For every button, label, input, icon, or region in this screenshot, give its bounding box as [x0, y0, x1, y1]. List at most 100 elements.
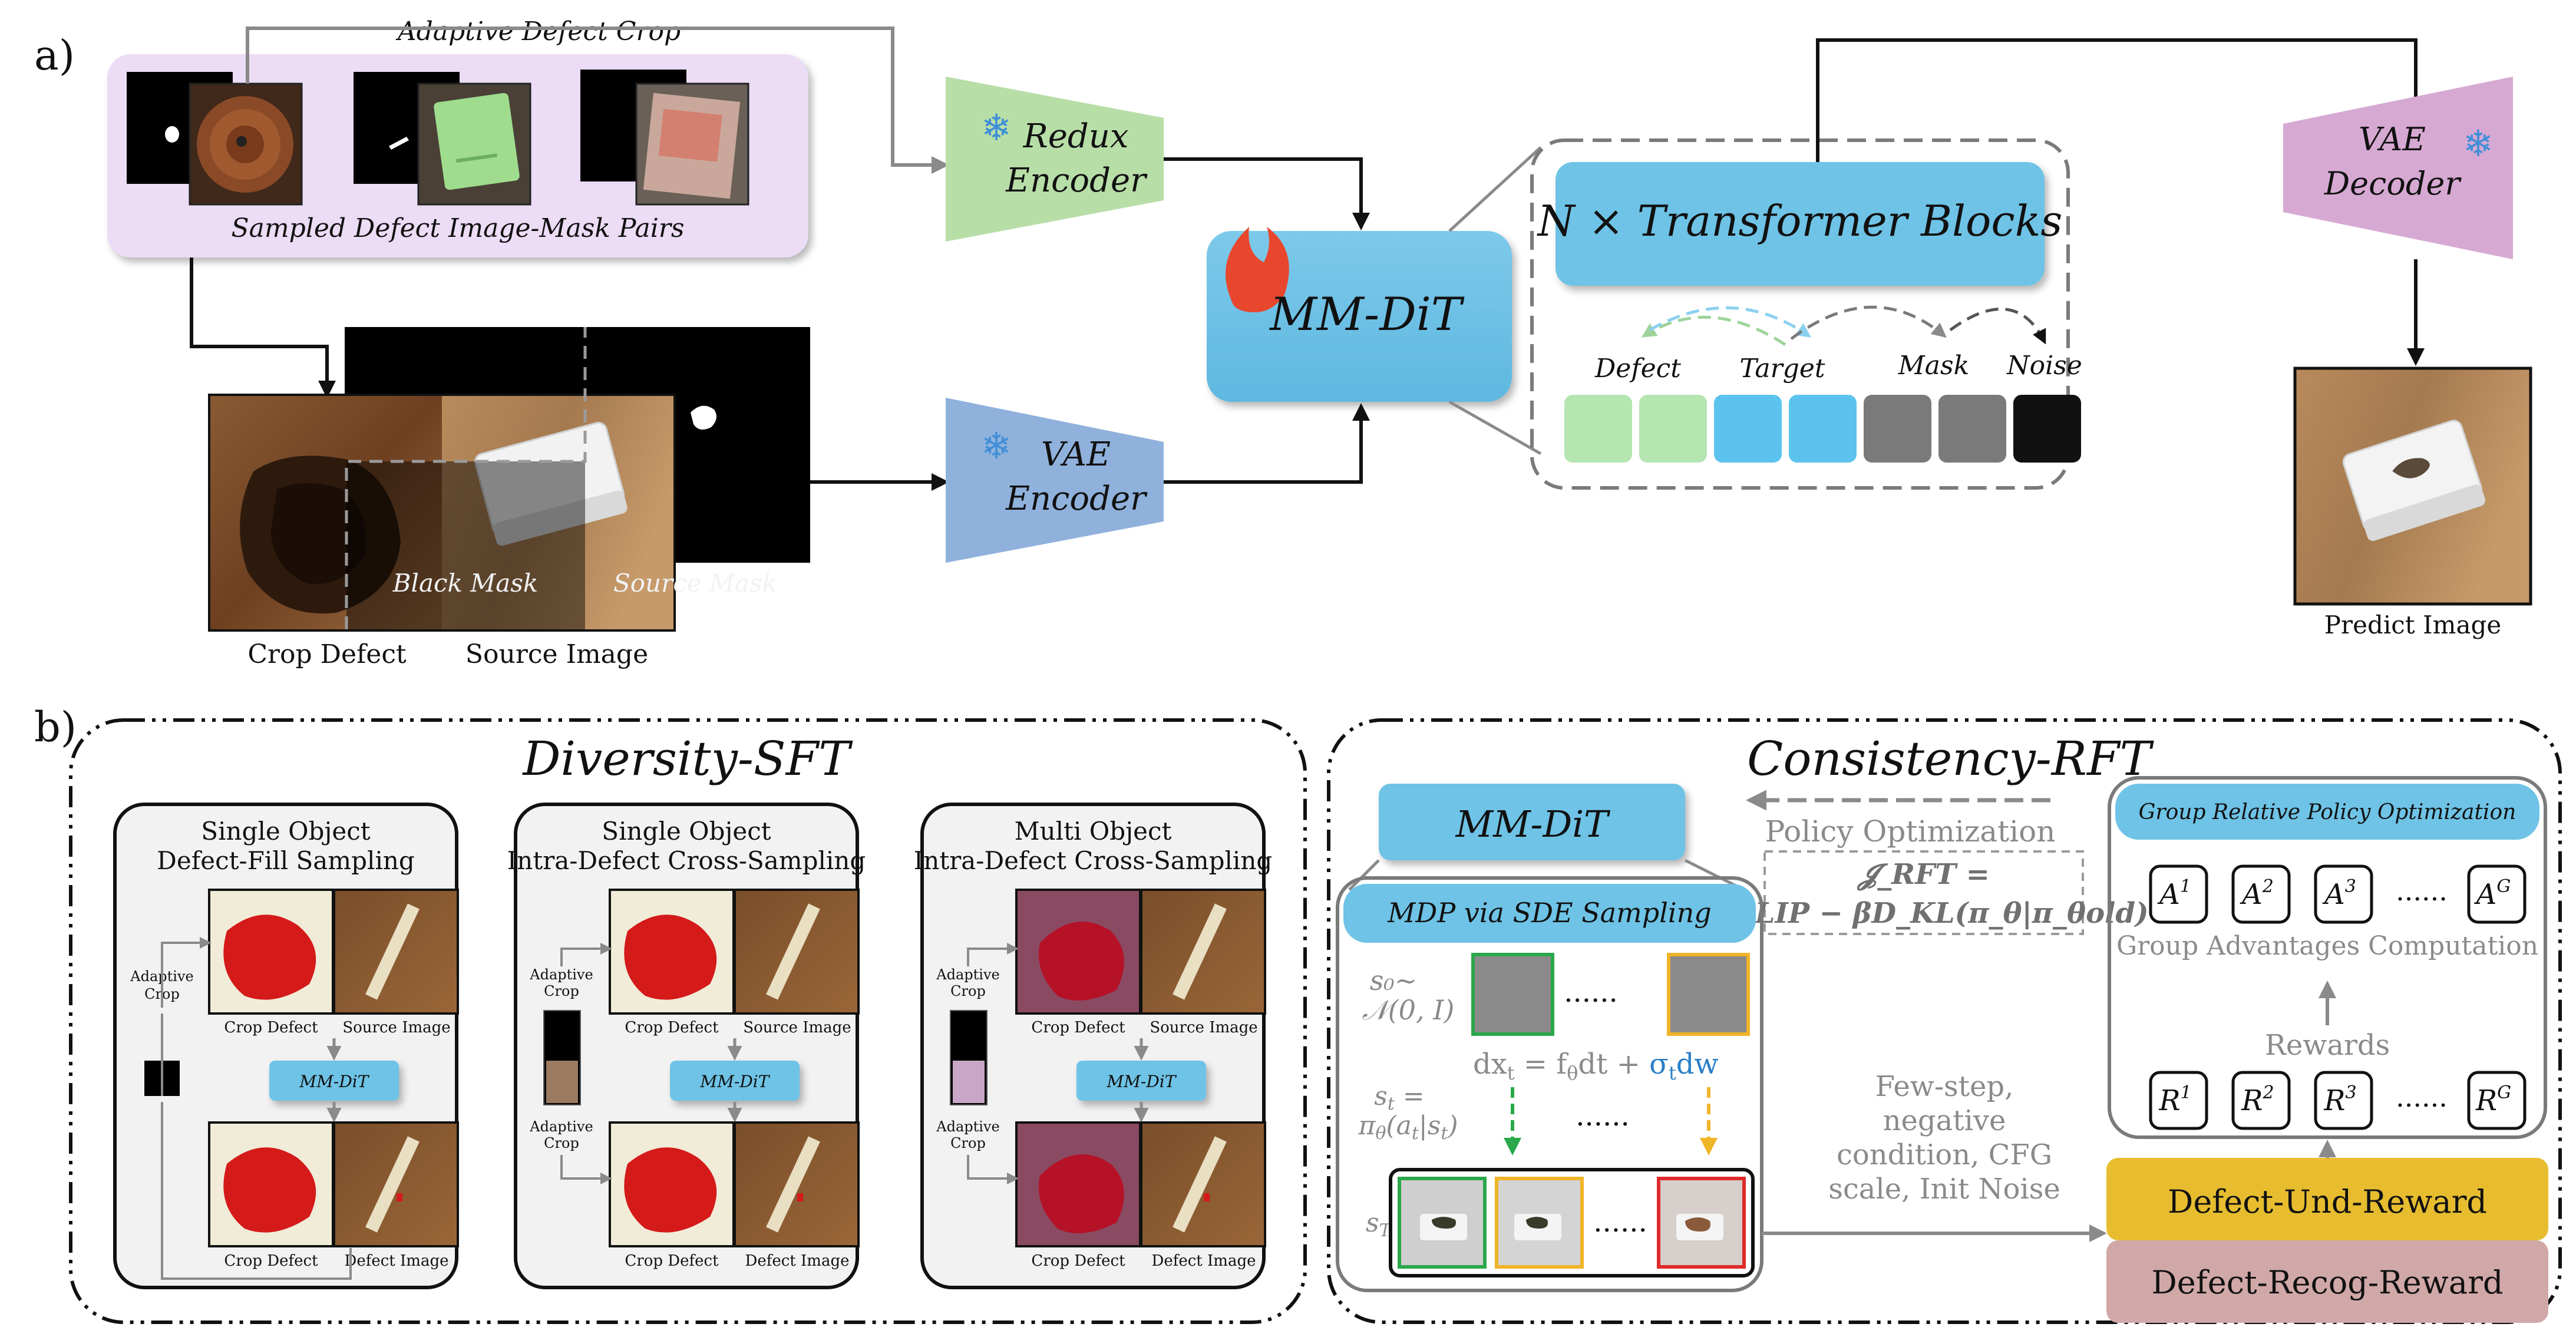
- rft-mmdit-label: MM-DiT: [1455, 803, 1611, 846]
- defect-fill-card-crop-defect-label-bottom: Crop Defect: [224, 1252, 318, 1270]
- rft-mmdit-block[interactable]: [1379, 784, 1685, 860]
- defect-und-reward: [2106, 1158, 2548, 1240]
- multi-cross-card-source-image-label: Source Image: [1150, 1019, 1257, 1036]
- reward-box-1: [2149, 1071, 2208, 1130]
- single-cross-card-adaptive-crop-top-1: Adaptive: [529, 966, 593, 983]
- defect-fill-card-mmdit-label: MM-DiT: [299, 1072, 370, 1091]
- multi-cross-card-adaptive-crop-top-2: Crop: [950, 983, 986, 999]
- multi-cross-card-adaptive-crop-bottom-2: Crop: [950, 1135, 986, 1151]
- vae-encoder: [946, 398, 1164, 563]
- vae-encoder-snow-icon: ❄: [981, 424, 1012, 467]
- transformer-blocks: [1555, 162, 2045, 286]
- panel-label-a: a): [34, 31, 75, 80]
- reward-box-3: [2314, 1071, 2373, 1130]
- grpo-label: Group Relative Policy Optimization: [2139, 800, 2516, 824]
- defect-fill-card-title-2: Defect-Fill Sampling: [157, 846, 415, 875]
- flame-icon: [1226, 227, 1289, 312]
- token-label-noise: Noise: [2006, 351, 2082, 381]
- st-line-2: πθ(at|st): [1358, 1111, 1458, 1144]
- advantage-label-4: AG: [2474, 876, 2511, 911]
- vae-to-mmdit-arrow: [1164, 403, 1370, 484]
- defect-recog-reward: [2106, 1240, 2548, 1323]
- redux-snow-icon: ❄: [981, 106, 1012, 149]
- rft-zoom-left: [1348, 859, 1380, 891]
- attn-arc-target-mask: [1790, 305, 1947, 341]
- redux-encoder-label-1: Redux: [1023, 117, 1129, 156]
- diversity-sft-title: Diversity-SFT: [521, 731, 853, 786]
- single-cross-card-adaptive-crop-top-2: Crop: [544, 983, 579, 999]
- advantage-dots: ......: [2396, 875, 2448, 907]
- reward-label-3: R3: [2323, 1082, 2356, 1117]
- defect-fill-card-defect-image-label: Defect Image: [345, 1252, 449, 1270]
- advantage-box-3: [2314, 864, 2373, 924]
- sde-equation: dxt = fθdt + σtdw: [1473, 1048, 1719, 1084]
- diversity-sft-container: [69, 718, 1307, 1324]
- defect-und-reward-label: Defect-Und-Reward: [2168, 1183, 2487, 1220]
- single-cross-card-defect-image-label: Defect Image: [745, 1252, 850, 1270]
- mask-dashed-border: [345, 327, 587, 629]
- multi-cross-card-crop-defect-label-bottom: Crop Defect: [1031, 1252, 1125, 1270]
- multi-cross-card-adaptive-crop-bottom-1: Adaptive: [936, 1118, 999, 1135]
- token-row: [1564, 395, 2081, 463]
- consistency-rft-title: Consistency-RFT: [1747, 731, 2154, 786]
- reward-label-2: R2: [2241, 1082, 2274, 1117]
- single-cross-card-crop-defect-label-bottom: Crop Defect: [625, 1252, 719, 1270]
- sT-dots: ......: [1593, 1206, 1647, 1239]
- single-cross-card-title-2: Intra-Defect Cross-Sampling: [507, 846, 866, 875]
- token-target-1: [1714, 395, 1782, 463]
- grpo-box: [2108, 776, 2547, 1139]
- s0-line-2: 𝒩(0, I): [1362, 994, 1455, 1026]
- crop-defect-label: Crop Defect: [247, 639, 407, 669]
- side-text-1: Few-step,: [1875, 1070, 2014, 1103]
- multi-cross-card-title-1: Multi Object: [1015, 817, 1172, 846]
- sT-strip: [1389, 1168, 1755, 1277]
- attn-arc-defect-target: [1649, 306, 1812, 338]
- advantage-box-1: [2149, 864, 2208, 924]
- advantages-label: Group Advantages Computation: [2116, 931, 2538, 961]
- defect-fill-card-mmdit: [269, 1061, 399, 1101]
- token-noise: [2013, 395, 2081, 463]
- single-cross-card-title-1: Single Object: [602, 817, 771, 846]
- multi-cross-card-mmdit: [1076, 1061, 1206, 1101]
- reward-dots: ......: [2396, 1081, 2448, 1113]
- noise-end-thumb: [1667, 953, 1750, 1036]
- adaptive-defect-crop-label: Adaptive Defect Crop: [395, 16, 681, 47]
- single-cross-card-adaptive-crop-bottom-2: Crop: [544, 1135, 579, 1151]
- side-text-4: scale, Init Noise: [1828, 1173, 2060, 1206]
- side-text-2: negative: [1883, 1104, 2006, 1137]
- redux-to-mmdit-arrow: [1164, 157, 1370, 230]
- mdp-label: MDP via SDE Sampling: [1387, 897, 1711, 929]
- s0-line-1: s₀∼: [1370, 965, 1418, 996]
- token-label-target: Target: [1739, 354, 1825, 384]
- vae-decoder-label-1: VAE: [2359, 121, 2426, 158]
- adaptive-crop-arrow: [246, 27, 949, 174]
- redux-encoder: [946, 77, 1164, 242]
- transformer-detail-box: [1530, 138, 2070, 490]
- defect-fill-card-crop-defect-label-top: Crop Defect: [224, 1019, 318, 1036]
- vae-decoder: [2283, 77, 2513, 259]
- policy-optimization-label: Policy Optimization: [1765, 814, 2056, 849]
- source-mask-label: Source Mask: [613, 569, 777, 597]
- multi-cross-card-mmdit-label: MM-DiT: [1107, 1072, 1177, 1091]
- zoom-line-bottom: [1448, 400, 1542, 455]
- mdp-header: [1343, 884, 1756, 943]
- black-mask-region: [346, 461, 585, 629]
- single-cross-card-source-image-label: Source Image: [743, 1019, 851, 1036]
- mdp-box: [1336, 876, 1763, 1292]
- st-line-1: st =: [1374, 1081, 1425, 1114]
- rewards-label: Rewards: [2265, 1029, 2390, 1062]
- transformer-blocks-label: N × Transformer Blocks: [1537, 196, 2063, 246]
- single-cross-card-mmdit-label: MM-DiT: [700, 1072, 771, 1091]
- token-target-2: [1789, 395, 1857, 463]
- token-label-mask: Mask: [1898, 351, 1970, 381]
- attn-arc-mask-noise: [1949, 308, 2046, 345]
- token-defect-1: [1564, 395, 1632, 463]
- token-defect-2: [1639, 395, 1707, 463]
- advantage-label-1: A1: [2157, 876, 2191, 911]
- transformer-to-decoder-arrow: [1816, 38, 2425, 162]
- multi-cross-card-crop-defect-label-top: Crop Defect: [1031, 1019, 1125, 1036]
- grpo-header: [2115, 784, 2539, 840]
